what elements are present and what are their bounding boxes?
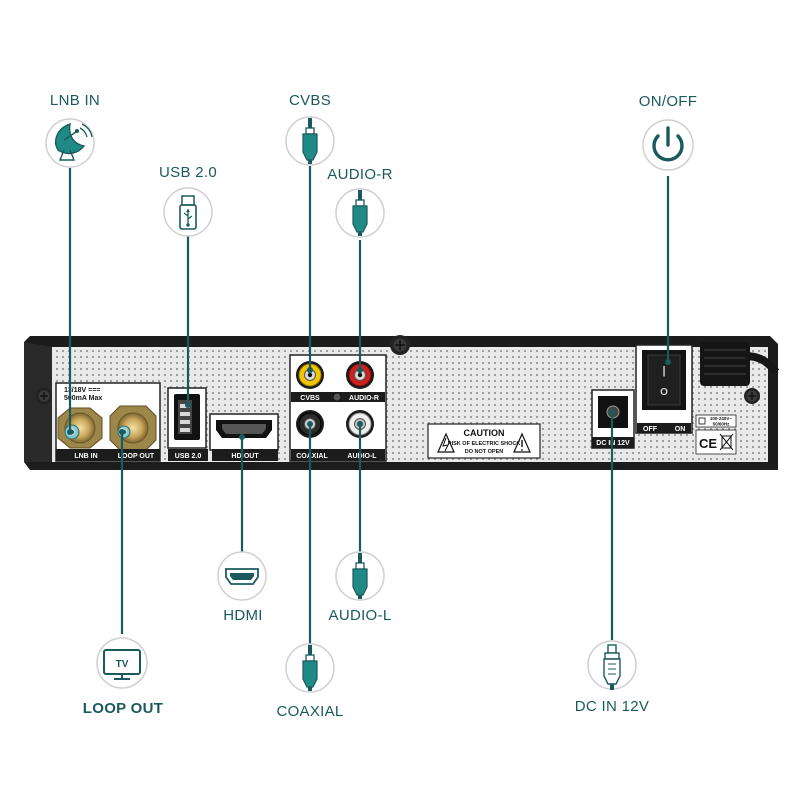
lnb-in-connector (57, 407, 103, 449)
leader-lines (68, 166, 670, 644)
callout-dc-in: DC IN 12V (574, 698, 650, 715)
rca-plug-icon-coaxial (285, 643, 335, 693)
receiver-back-panel: 13/18V === 500mA Max LNB IN LOOP OUT (24, 335, 780, 470)
tv-icon-text: TV (116, 659, 129, 670)
switch-on-label: ON (675, 426, 686, 433)
screw-right (744, 388, 760, 404)
satellite-dish-icon (45, 118, 95, 168)
screw-left (36, 388, 52, 404)
ce-mark: CE (699, 436, 717, 451)
lnb-label-strip (56, 449, 160, 461)
hdmi-icon (217, 551, 267, 601)
panel-cvbs-label: CVBS (300, 395, 320, 402)
left-bracket (24, 342, 52, 462)
rca-plug-icon-cvbs (285, 116, 335, 166)
power-icon (642, 119, 694, 171)
callout-loop-out: LOOP OUT (82, 700, 164, 717)
switch-off-label: OFF (643, 426, 658, 433)
endpoint-hdmi (239, 434, 245, 440)
callout-hdmi: HDMI (223, 607, 263, 624)
endpoint-coaxial (307, 421, 313, 427)
usb-icon (163, 187, 213, 237)
endpoint-dc-in (609, 409, 615, 415)
callout-audio-r: AUDIO-R (327, 166, 393, 183)
panel-hd-out-label: HD-OUT (231, 453, 259, 460)
panel-dc-in-label: DC IN 12V (596, 440, 630, 447)
tv-icon: TV (96, 637, 148, 689)
callout-cvbs: CVBS (288, 92, 332, 109)
screw-top (390, 335, 410, 355)
endpoint-usb (185, 402, 191, 408)
endpoint-audio-r (357, 367, 363, 373)
rating-label: 100-240V~ 50/60Hz CE (695, 414, 737, 455)
endpoint-cvbs (307, 367, 313, 373)
callout-on-off: ON/OFF (638, 93, 698, 110)
power-cord (700, 342, 780, 386)
panel-lnb-in-label: LNB IN (74, 453, 97, 460)
callout-audio-l: AUDIO-L (328, 607, 392, 624)
caution-line2: DO NOT OPEN (465, 449, 504, 455)
callout-lnb-in: LNB IN (49, 92, 101, 109)
rca-plug-icon-audio-l (335, 551, 385, 601)
caution-line1: RISK OF ELECTRIC SHOCK (448, 441, 521, 447)
callout-coaxial: COAXIAL (276, 703, 344, 720)
endpoint-loop-out (119, 429, 125, 435)
rca-plug-icon-audio-r (335, 188, 385, 238)
power-switch: | O OFF ON (635, 344, 693, 434)
switch-on-symbol: | (662, 365, 665, 377)
dc-plug-icon (587, 640, 637, 690)
endpoint-on-off (665, 359, 671, 365)
av-block: CVBS AUDIO-R COAXIAL AUDIO-L (289, 354, 387, 462)
lnb-spec-line1: 13/18V === (64, 387, 100, 394)
caution-title: CAUTION (464, 428, 505, 438)
panel-audio-r-label: AUDIO-R (349, 395, 379, 402)
panel-usb-label: USB 2.0 (175, 453, 202, 460)
endpoint-lnb-in (67, 429, 73, 435)
panel-loop-out-label: LOOP OUT (118, 453, 155, 460)
endpoint-audio-l (357, 421, 363, 427)
caution-label: CAUTION RISK OF ELECTRIC SHOCK DO NOT OP… (427, 423, 541, 459)
panel-audio-l-label: AUDIO-L (347, 453, 377, 460)
leader-endpoints (67, 359, 671, 440)
weee-bin-icon (719, 433, 734, 451)
callout-usb: USB 2.0 (159, 164, 217, 181)
hdmi-port: HD-OUT (209, 413, 279, 461)
switch-off-symbol: O (660, 387, 668, 398)
loop-out-connector (109, 405, 157, 451)
lnb-spec-box (60, 384, 112, 402)
lnb-spec-line2: 500mA Max (64, 395, 102, 402)
panel-coaxial-label: COAXIAL (296, 453, 328, 460)
audio-r-jack (346, 361, 374, 389)
power-rating-1: 100-240V~ (710, 416, 733, 421)
power-rating-2: 50/60Hz (713, 422, 731, 427)
